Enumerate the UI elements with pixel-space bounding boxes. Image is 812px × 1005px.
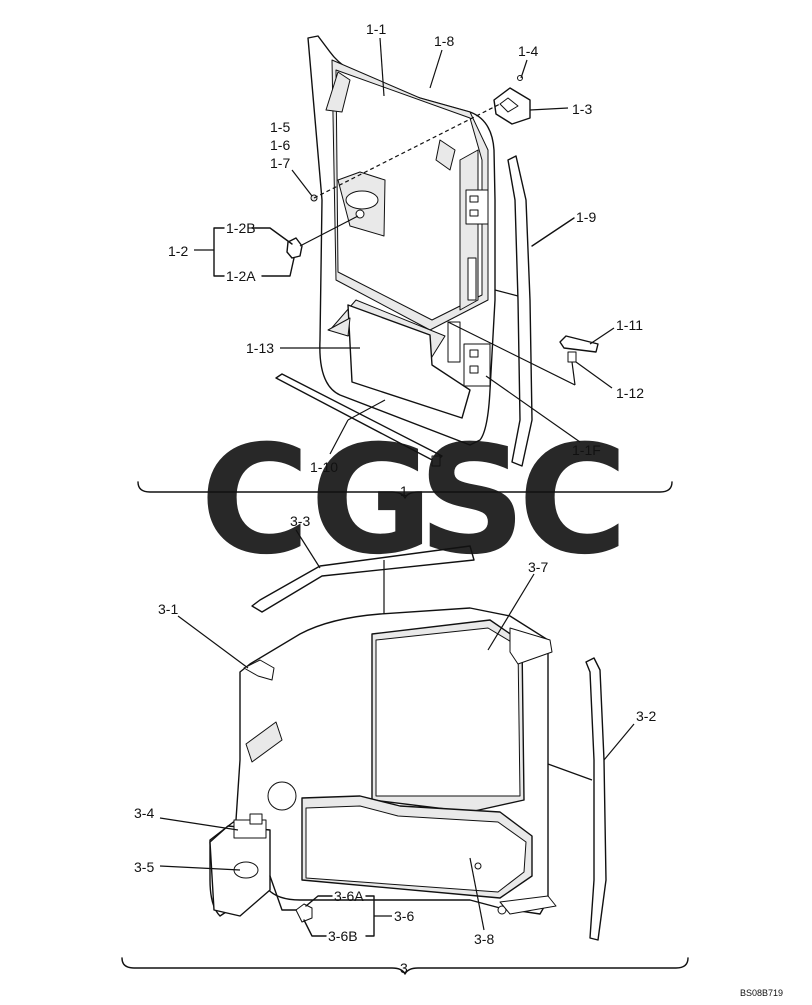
watermark-letter-1: C xyxy=(200,414,310,588)
label-1-6: 1-6 xyxy=(270,137,290,153)
label-1-8: 1-8 xyxy=(434,33,454,49)
label-1-11: 1-11 xyxy=(616,317,643,333)
handle-1-11 xyxy=(559,335,599,353)
watermark-letter-3: S xyxy=(418,414,526,588)
label-1-2b: 1-2B xyxy=(226,220,256,236)
label-3-7: 3-7 xyxy=(528,559,548,575)
label-3-5: 3-5 xyxy=(134,859,154,875)
label-1-3: 1-3 xyxy=(572,101,592,117)
part-labels: 1-1 1-8 1-4 1-3 1-5 1-6 1-7 1-2B 1-2 1-2… xyxy=(134,21,783,998)
seal-strip-1-9 xyxy=(507,155,533,467)
label-3-4: 3-4 xyxy=(134,805,154,821)
label-1-2a: 1-2A xyxy=(226,268,256,284)
label-3-6b: 3-6B xyxy=(328,928,358,944)
strip-3-3 xyxy=(251,545,475,613)
clip-1-2 xyxy=(286,237,303,259)
label-group-3: 3 xyxy=(400,960,408,976)
leader-lines-group-1 xyxy=(137,37,673,499)
label-1-5: 1-5 xyxy=(270,119,290,135)
label-1-1: 1-1 xyxy=(366,21,386,37)
label-3-3: 3-3 xyxy=(290,513,310,529)
watermark-letter-4: C xyxy=(518,414,628,588)
label-group-1: 1 xyxy=(400,483,408,499)
label-3-8: 3-8 xyxy=(474,931,494,947)
label-3-6: 3-6 xyxy=(394,908,414,924)
watermark: C G S C xyxy=(200,414,628,588)
label-1-9: 1-9 xyxy=(576,209,596,225)
label-1-13: 1-13 xyxy=(246,340,274,356)
label-1-4: 1-4 xyxy=(518,43,538,59)
label-1-12: 1-12 xyxy=(616,385,644,401)
label-3-6a: 3-6A xyxy=(334,888,364,904)
label-3-2: 3-2 xyxy=(636,708,656,724)
upper-panel-assembly xyxy=(275,35,599,467)
label-1-2: 1-2 xyxy=(168,243,188,259)
reference-code: BS08B719 xyxy=(740,988,783,998)
leader-lines-group-3 xyxy=(121,529,689,975)
label-1-10: 1-10 xyxy=(310,459,338,475)
label-1-7: 1-7 xyxy=(270,155,290,171)
watermark-letter-2: G xyxy=(310,414,433,588)
label-3-1: 3-1 xyxy=(158,601,178,617)
pocket-1-13 xyxy=(347,304,471,419)
seal-strip-3-2 xyxy=(585,657,607,941)
strip-1-10 xyxy=(275,373,443,463)
label-1-1f: 1-1F xyxy=(572,442,601,458)
lower-panel-assembly xyxy=(209,545,607,941)
